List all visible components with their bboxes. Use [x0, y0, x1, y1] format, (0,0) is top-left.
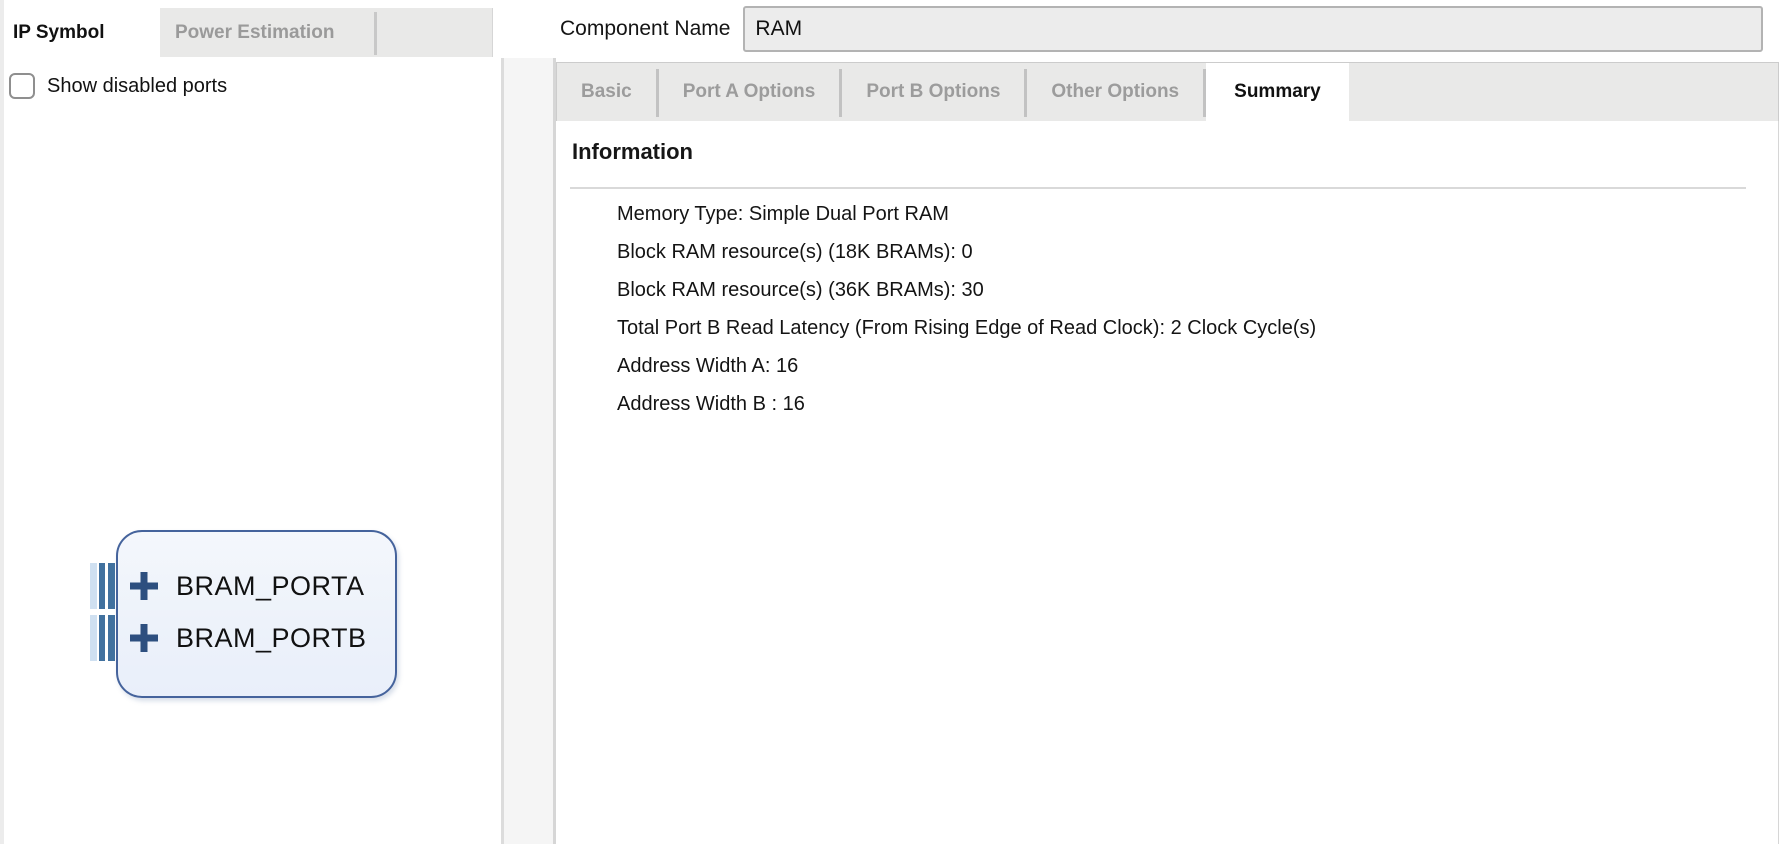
information-divider	[570, 187, 1746, 189]
tab-separator	[1024, 69, 1028, 117]
expand-plus-icon[interactable]	[129, 623, 159, 653]
info-line-memory-type: Memory Type: Simple Dual Port RAM	[617, 203, 949, 225]
interface-pins-icon	[108, 615, 115, 661]
tab-separator	[1203, 69, 1207, 117]
tab-port-b-options-label: Port B Options	[866, 81, 1001, 102]
show-disabled-ports-label: Show disabled ports	[47, 74, 228, 97]
port-label: BRAM_PORTA	[176, 570, 365, 601]
port-row-bram-porta: BRAM_PORTA	[90, 563, 365, 609]
tab-port-b-options[interactable]: Port B Options	[842, 63, 1024, 121]
port-label: BRAM_PORTB	[176, 622, 367, 653]
tab-other-options[interactable]: Other Options	[1027, 63, 1203, 121]
info-line-address-width-b: Address Width B : 16	[617, 393, 805, 415]
info-line-read-latency: Total Port B Read Latency (From Rising E…	[617, 317, 1317, 339]
tab-separator	[839, 69, 843, 117]
tab-power-estimation-label: Power Estimation	[175, 21, 335, 43]
tab-power-estimation[interactable]: Power Estimation	[160, 8, 374, 57]
tab-basic[interactable]: Basic	[557, 63, 656, 121]
show-disabled-ports-checkbox[interactable]	[9, 73, 35, 99]
info-line-18k-brams: Block RAM resource(s) (18K BRAMs): 0	[617, 241, 973, 263]
interface-pins-icon	[108, 563, 115, 609]
interface-pins-icon	[99, 615, 105, 661]
options-tabbar: Basic Port A Options Port B Options Othe…	[556, 62, 1779, 121]
tab-summary-label: Summary	[1234, 81, 1321, 102]
show-disabled-ports-row: Show disabled ports	[9, 73, 227, 99]
ip-symbol-panel: IP Symbol Power Estimation Show disabled…	[4, 0, 502, 844]
interface-pins-icon	[90, 615, 97, 661]
tab-basic-label: Basic	[581, 81, 632, 102]
information-lines: Memory Type: Simple Dual Port RAM Block …	[617, 195, 1316, 423]
interface-pins-icon	[90, 563, 97, 609]
tab-port-a-options[interactable]: Port A Options	[659, 63, 840, 121]
tab-ip-symbol-label: IP Symbol	[13, 21, 105, 43]
panel-splitter[interactable]	[501, 58, 556, 844]
tab-ip-symbol[interactable]: IP Symbol	[4, 8, 160, 57]
tab-separator	[655, 69, 659, 117]
tab-separator	[374, 12, 378, 55]
tab-summary[interactable]: Summary	[1206, 63, 1349, 121]
component-name-row: Component Name	[556, 0, 1780, 58]
component-name-label: Component Name	[560, 17, 731, 40]
component-name-input[interactable]	[743, 6, 1764, 52]
tab-other-options-label: Other Options	[1051, 81, 1180, 102]
info-line-36k-brams: Block RAM resource(s) (36K BRAMs): 30	[617, 279, 984, 301]
port-row-bram-portb: BRAM_PORTB	[90, 615, 367, 661]
interface-pins-icon	[99, 563, 105, 609]
information-heading: Information	[572, 139, 693, 164]
info-line-address-width-a: Address Width A: 16	[617, 355, 799, 377]
left-tabbar: IP Symbol Power Estimation	[4, 8, 493, 57]
customization-panel: Component Name Basic Port A Options Port…	[556, 0, 1780, 844]
summary-content: Information Memory Type: Simple Dual Por…	[556, 121, 1779, 844]
window-left-border	[0, 0, 4, 844]
expand-plus-icon[interactable]	[129, 571, 159, 601]
tab-port-a-options-label: Port A Options	[682, 81, 816, 102]
ip-symbol-block	[116, 530, 397, 698]
